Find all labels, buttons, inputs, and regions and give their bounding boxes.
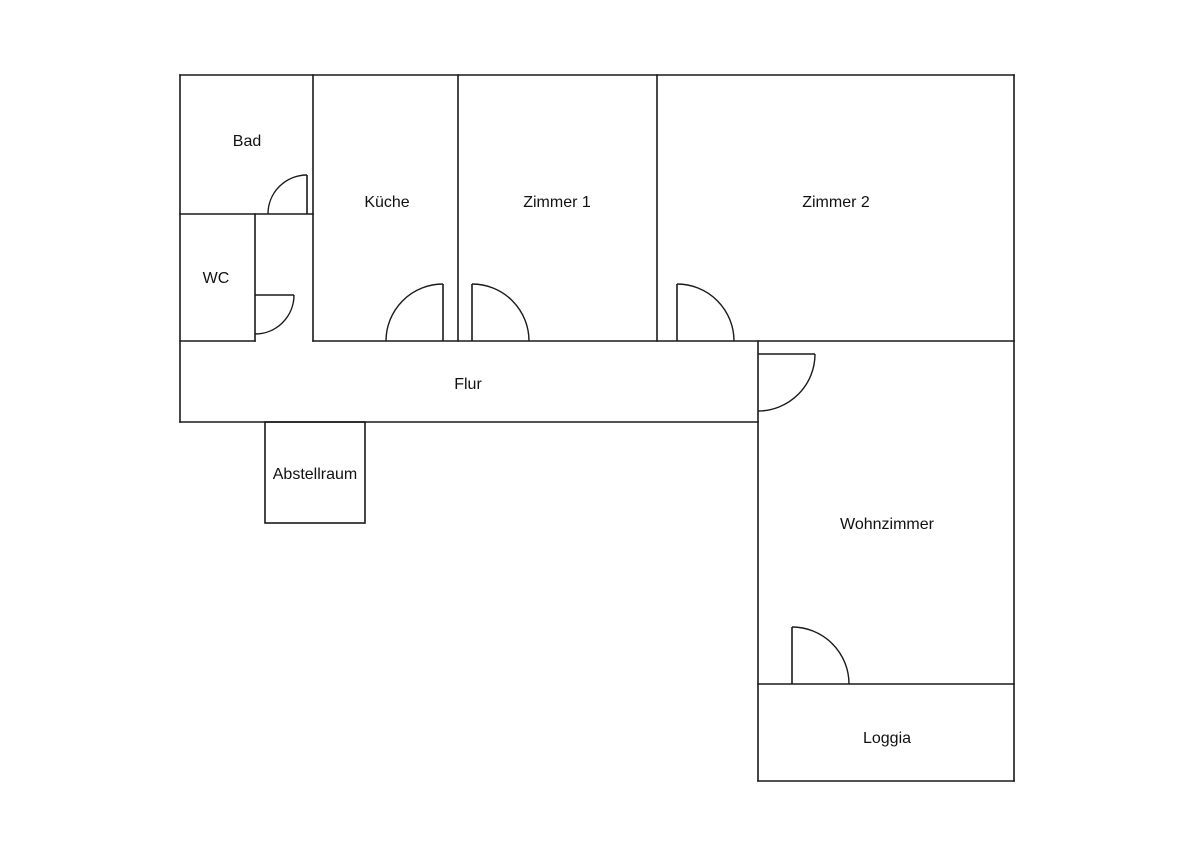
outer-walls xyxy=(179,74,1015,782)
door-wc xyxy=(254,294,295,335)
room-label-bad: Bad xyxy=(233,133,261,150)
room-label-wohnzimmer: Wohnzimmer xyxy=(840,516,935,533)
room-label-zimmer-2: Zimmer 2 xyxy=(802,194,870,211)
door-kueche xyxy=(385,283,444,342)
door-bad xyxy=(267,174,308,215)
room-label-wc: WC xyxy=(203,270,230,287)
abstellraum-walls xyxy=(264,421,366,524)
room-label-flur: Flur xyxy=(454,376,482,393)
door-wohnzimmer xyxy=(757,353,816,412)
room-label-loggia: Loggia xyxy=(863,730,911,747)
interior-walls xyxy=(179,74,1015,685)
door-zimmer-1 xyxy=(471,283,530,342)
door-zimmer-2 xyxy=(676,283,735,342)
room-label-kueche: Küche xyxy=(364,194,409,211)
room-label-abstellraum: Abstellraum xyxy=(273,466,357,483)
room-label-zimmer-1: Zimmer 1 xyxy=(523,194,591,211)
door-loggia xyxy=(791,626,850,685)
